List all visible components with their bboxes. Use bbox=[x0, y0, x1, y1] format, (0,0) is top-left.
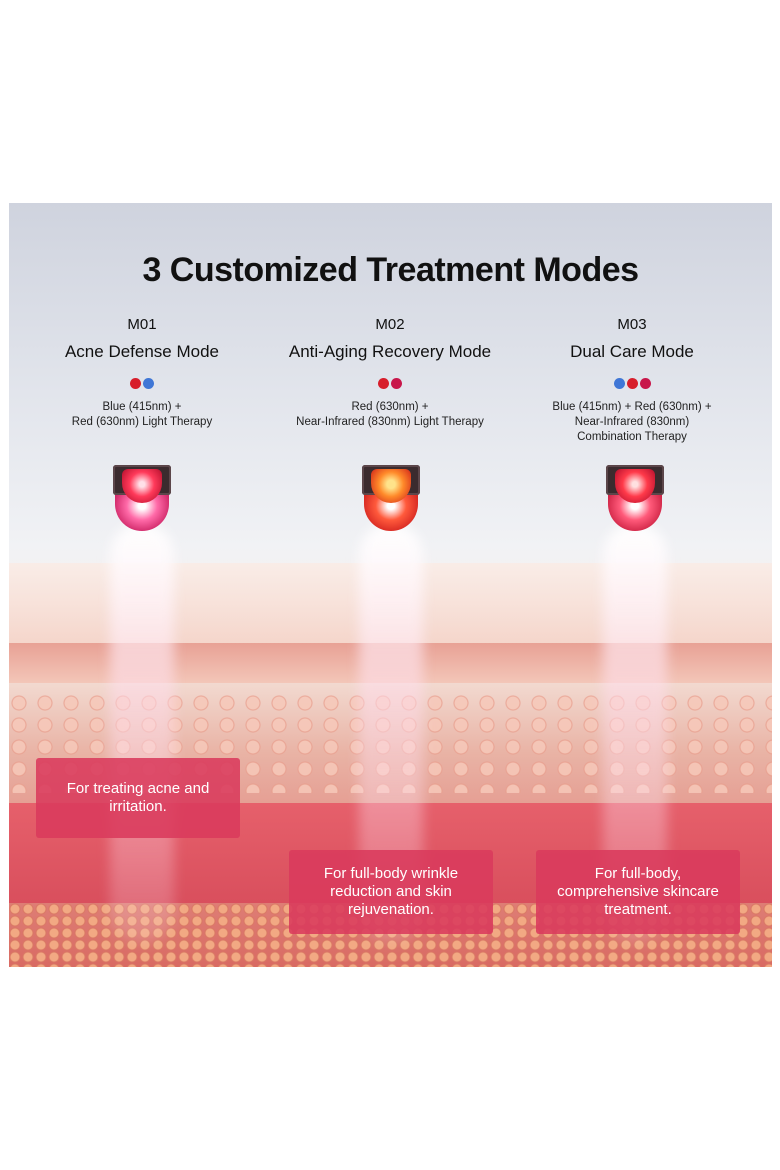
led-device-m02 bbox=[362, 465, 420, 541]
treatment-modes-panel: 3 Customized Treatment Modes M01 Acne De… bbox=[9, 203, 772, 967]
mode-m03: M03 Dual Care Mode Blue (415nm) + Red (6… bbox=[507, 316, 757, 445]
mode-description: Blue (415nm) + Red (630nm) + Near-Infrar… bbox=[552, 401, 712, 443]
mode-name: Dual Care Mode bbox=[570, 342, 694, 361]
callout-m02: For full-body wrinkle reduction and skin… bbox=[289, 850, 493, 934]
callout-m01: For treating acne and irritation. bbox=[36, 758, 240, 838]
device-lens bbox=[615, 469, 655, 503]
mode-description: Blue (415nm) + Red (630nm) Light Therapy bbox=[71, 401, 213, 428]
mode-description: Red (630nm) + Near-Infrared (830nm) Ligh… bbox=[296, 401, 484, 428]
crimson-dot bbox=[391, 378, 402, 389]
led-device-m03 bbox=[606, 465, 664, 541]
mode-name: Acne Defense Mode bbox=[64, 342, 220, 361]
mode-m02: M02 Anti-Aging Recovery Mode Red (630nm)… bbox=[265, 316, 515, 430]
mode-name: Anti-Aging Recovery Mode bbox=[288, 342, 492, 361]
red-dot bbox=[378, 378, 389, 389]
wavelength-dots bbox=[265, 376, 515, 390]
light-beam-m01 bbox=[110, 523, 174, 943]
mode-code: M01 bbox=[127, 316, 157, 333]
mode-code: M03 bbox=[617, 316, 647, 333]
callout-m03: For full-body, comprehensive skincare tr… bbox=[536, 850, 740, 934]
mode-code: M02 bbox=[375, 316, 405, 333]
crimson-dot bbox=[639, 378, 651, 389]
mode-m01: M01 Acne Defense Mode Blue (415nm) + Red… bbox=[17, 316, 267, 430]
wavelength-dots bbox=[17, 376, 267, 390]
device-lens bbox=[122, 469, 162, 503]
led-device-m01 bbox=[113, 465, 171, 541]
device-lens bbox=[371, 469, 411, 503]
wavelength-dots bbox=[507, 376, 757, 390]
red-dot bbox=[130, 378, 141, 389]
blue-dot bbox=[143, 378, 154, 389]
page-title: 3 Customized Treatment Modes bbox=[142, 251, 639, 289]
red-dot bbox=[626, 378, 638, 389]
blue-dot bbox=[613, 378, 625, 389]
